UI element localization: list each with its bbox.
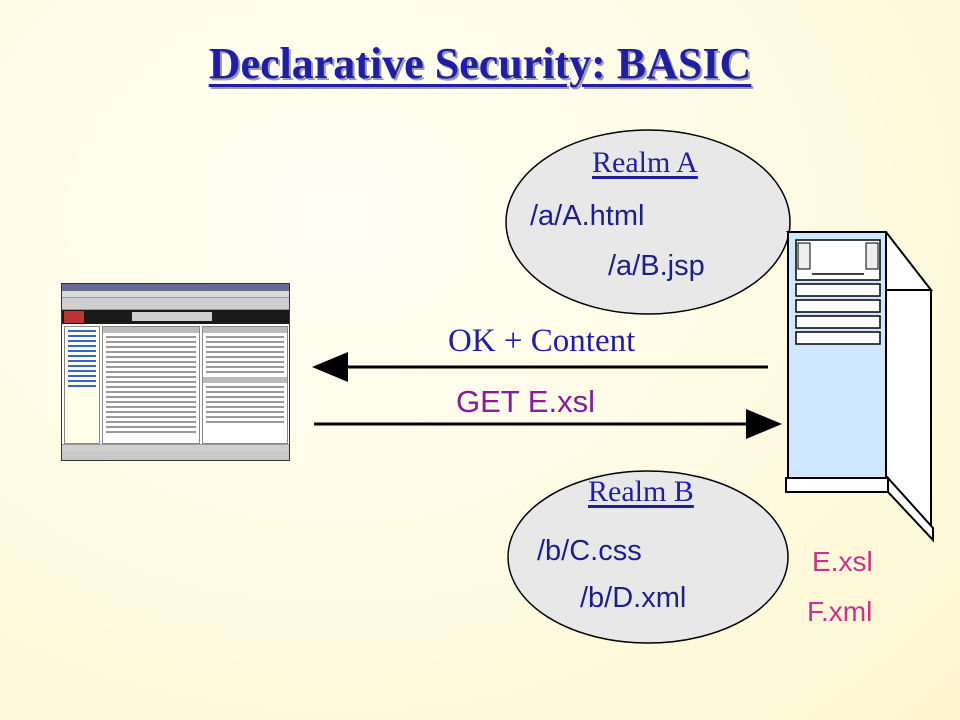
server-tower-icon <box>785 231 934 543</box>
realm-a-path-1: /a/A.html <box>530 200 645 232</box>
server-file-1: E.xsl <box>812 546 873 577</box>
realm-a-ellipse <box>505 129 791 315</box>
slide-title: Declarative Security: BASIC <box>208 39 752 88</box>
request-label: GET E.xsl <box>456 384 595 419</box>
browser-window-screenshot-icon <box>61 283 290 461</box>
realm-a-path-2: /a/B.jsp <box>608 250 705 282</box>
realm-a-label: Realm A <box>592 146 698 179</box>
realm-b-ellipse <box>507 470 789 644</box>
server-file-2: F.xml <box>807 596 873 627</box>
realm-b-path-2: /b/D.xml <box>580 582 687 614</box>
realm-b-label: Realm B <box>588 475 694 508</box>
response-label: OK + Content <box>448 323 636 359</box>
realm-b-path-1: /b/C.css <box>537 535 642 567</box>
